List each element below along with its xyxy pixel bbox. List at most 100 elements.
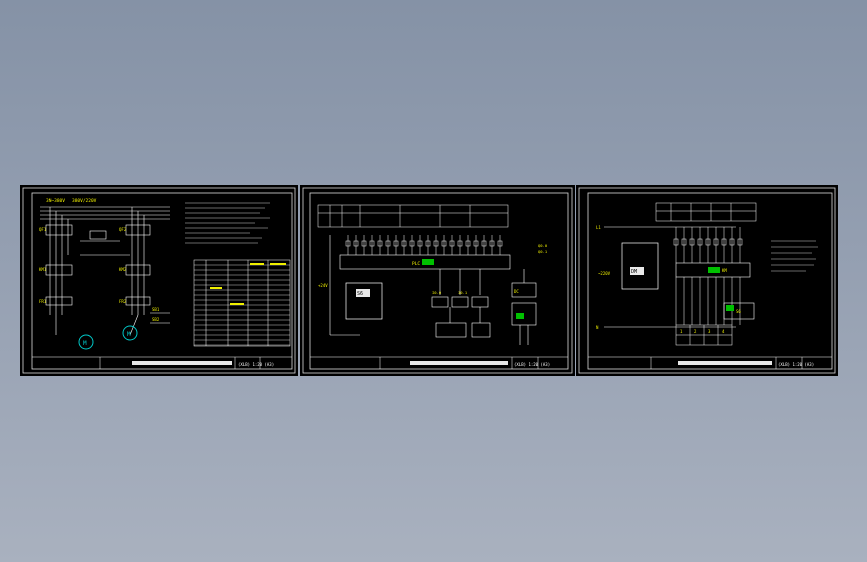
sheet-2-header-table	[317, 204, 509, 228]
sheet-3-supply-l: L1	[596, 225, 601, 230]
sheet-1-title-text-block	[132, 361, 232, 365]
terminal-contact	[457, 240, 463, 247]
sheet-3-supply-lines	[604, 226, 736, 328]
sheet-3-s6-block	[723, 302, 755, 320]
terminal-contact	[465, 240, 471, 247]
sheet-1-drawing: 3N~380V 380V/220V M	[22, 187, 296, 374]
terminal-contact	[409, 240, 415, 247]
sheet-1-tag-1: QF1	[39, 227, 47, 232]
sheet-2-title-text-block	[410, 361, 508, 365]
dc-indicator	[516, 313, 524, 319]
sheet-1-notes	[185, 202, 270, 244]
terminal-contact	[369, 240, 375, 247]
sheet-1-bus-lines	[40, 206, 170, 220]
sheet-1-tag-3: KM1	[39, 267, 47, 272]
sheet-2-tag-1: I0.0	[432, 290, 442, 295]
sheet-2-title-block: (XLB) 1:20 (A3)	[514, 362, 550, 367]
sheet-1-motor-branch-left	[45, 207, 73, 335]
sheet-1-tag-5: FR1	[39, 299, 47, 304]
terminal-contact	[425, 240, 431, 247]
dm-block	[621, 242, 659, 290]
terminal-contact	[401, 240, 407, 247]
sheet-2-block-plc: PLC	[412, 261, 420, 267]
relay-contact	[705, 238, 711, 246]
terminal-contact	[393, 240, 399, 247]
terminal-contact	[417, 240, 423, 247]
sheet-2-supply-rail	[329, 235, 360, 336]
sheet-2-block-s6: S6	[357, 291, 363, 297]
sheet-1-motor-branch-right	[80, 207, 170, 336]
sheet-2-dc-module	[511, 269, 537, 345]
sheet-2-terminal-row	[345, 235, 503, 255]
sheet-1-title-strip	[32, 356, 292, 369]
parts-table-highlights	[210, 263, 286, 305]
relay-contact	[689, 238, 695, 246]
relay-contact	[713, 238, 719, 246]
terminal-contact	[361, 240, 367, 247]
relay-contact	[697, 238, 703, 246]
sheet-3-title-block: (XLB) 1:20 (A3)	[778, 362, 814, 367]
sheet-1-tag-6: FR2	[119, 299, 127, 304]
sheet-3-supply-n: N	[596, 325, 599, 330]
sheet-3-title-text-block	[678, 361, 772, 365]
sheet-2-supply: +24V	[318, 283, 328, 288]
s6-label-bg	[356, 289, 370, 297]
sheet-1-supply-b: 380V/220V	[72, 198, 97, 204]
terminal-contact	[481, 240, 487, 247]
sheet-2-output-relays	[431, 269, 491, 338]
motor-symbol-2	[122, 325, 138, 341]
sheet-3-block-dm: DM	[631, 269, 637, 275]
terminal-contact	[449, 240, 455, 247]
sheet-2-tag-3: Q0.0	[538, 243, 548, 248]
sheet-3-drawing: L1 N ~220V DM KM S6	[578, 187, 836, 374]
motor-symbol-1	[78, 334, 94, 350]
terminal-contact	[497, 240, 503, 247]
sheet-3-tag-3: 3	[708, 329, 711, 334]
sheet-3-tag-4: 4	[722, 329, 725, 334]
sheet-1-supply-a: 3N~380V	[46, 198, 65, 204]
sheet-2-title-strip	[310, 356, 568, 369]
sheet-3-notes	[771, 240, 818, 272]
terminal-contact	[345, 240, 351, 247]
sheet-2-block-dc: DC	[514, 289, 519, 294]
motor-1-label: M	[83, 340, 87, 347]
relay-contact	[729, 238, 735, 246]
relay-contact	[681, 238, 687, 246]
terminal-contact	[441, 240, 447, 247]
sheet-1-parts-table	[193, 259, 291, 347]
terminal-contact	[489, 240, 495, 247]
motor-2-label: M	[127, 331, 131, 338]
km-indicator	[708, 267, 720, 273]
sheet-3-terminal-table	[675, 324, 733, 346]
s6-lower-indicator	[726, 305, 734, 311]
sheet-3-tag-1: 1	[680, 329, 683, 334]
km-module	[675, 262, 751, 278]
plc-module	[339, 254, 511, 270]
drawing-sheet-3[interactable]: L1 N ~220V DM KM S6	[576, 185, 838, 376]
terminal-contact	[353, 240, 359, 247]
relay-contact	[737, 238, 743, 246]
drawing-sheet-1[interactable]: 3N~380V 380V/220V M	[20, 185, 298, 376]
drawing-sheet-2[interactable]: PLC +24V S6	[300, 185, 575, 376]
sheet-3-tag-2: 2	[694, 329, 697, 334]
parts-table-rows	[194, 264, 290, 346]
sheet-3-title-strip	[588, 356, 832, 369]
relay-contact	[673, 238, 679, 246]
terminal-contact	[473, 240, 479, 247]
sheet-3-supply-ac: ~220V	[598, 271, 611, 276]
relay-contact	[721, 238, 727, 246]
sheet-1-tag-2: QF2	[119, 227, 127, 232]
s6-block	[345, 282, 383, 320]
dm-label-bg	[630, 267, 644, 275]
sheet-1-title-block: (XLB) 1:20 (A3)	[238, 362, 274, 367]
sheet-2-tag-4: Q0.1	[538, 249, 548, 254]
sheet-3-block-km: KM	[722, 268, 727, 273]
terminal-contact	[377, 240, 383, 247]
sheet-1-tag-7: SB1	[152, 307, 160, 312]
sheet-3-header-table	[655, 202, 757, 222]
terminal-contact	[433, 240, 439, 247]
sheet-2-tag-2: I0.1	[458, 290, 468, 295]
sheet-3-block-s6: S6	[736, 309, 741, 314]
sheet-1-tag-4: KM2	[119, 267, 127, 272]
